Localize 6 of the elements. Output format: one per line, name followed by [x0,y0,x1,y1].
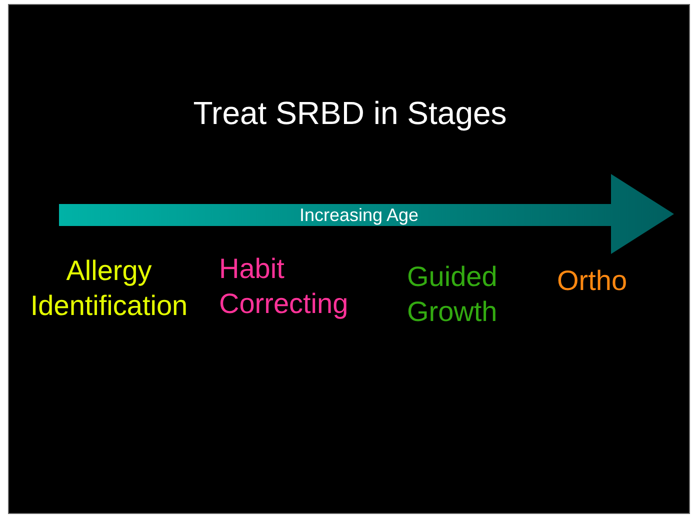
stage-label: Habit Correcting [219,252,350,321]
stage-label: Guided Growth [407,260,498,329]
stage-label: Ortho [557,264,628,298]
arrow-label: Increasing Age [298,204,420,226]
title: Treat SRBD in Stages [192,94,508,133]
stage-label: Allergy Identification [29,254,189,323]
